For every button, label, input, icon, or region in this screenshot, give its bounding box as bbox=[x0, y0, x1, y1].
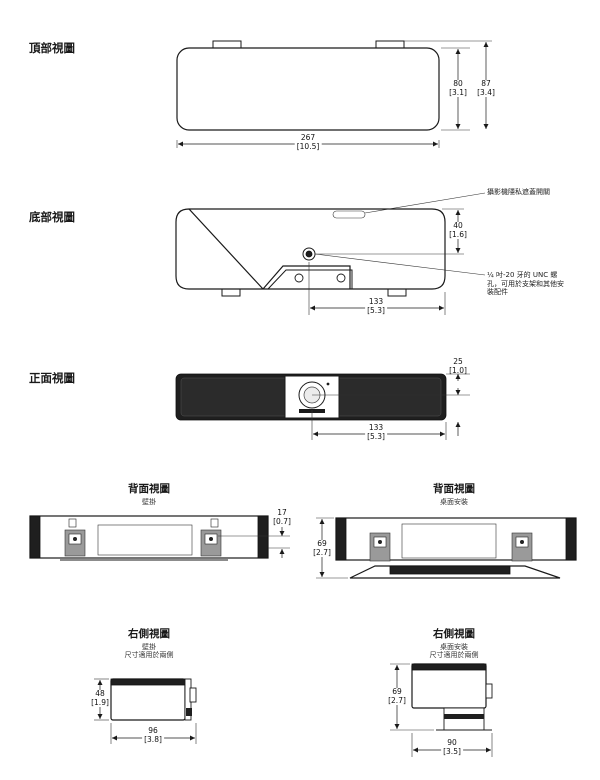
front-half-dimension: 133 [5.3] bbox=[365, 423, 387, 441]
right-wall-height-in: [1.9] bbox=[91, 697, 109, 707]
bottom-view-label: 底部視圖 bbox=[29, 210, 75, 224]
right-table-depth-mm: 90 bbox=[447, 738, 457, 747]
back-wall-offset-dimension: 17 [0.7] bbox=[273, 508, 291, 526]
back-wall-subtitle: 壁掛 bbox=[142, 498, 156, 506]
front-view-drawing bbox=[175, 373, 470, 440]
back-wall-offset-in: [0.7] bbox=[273, 516, 291, 526]
top-width-mm: 267 bbox=[300, 133, 316, 142]
bottom-offset-mm: 40 bbox=[453, 221, 463, 230]
right-table-subtitle2: 尺寸適用於兩側 bbox=[429, 651, 479, 659]
back-wall-view-drawing bbox=[29, 515, 290, 561]
bottom-offset-dimension: 40 [1.6] bbox=[449, 221, 467, 239]
right-wall-depth-mm: 96 bbox=[148, 726, 158, 735]
right-table-height-dimension: 69 [2.7] bbox=[388, 687, 406, 705]
right-table-depth-dimension: 90 [3.5] bbox=[441, 738, 463, 756]
right-wall-subtitle2: 尺寸適用於兩側 bbox=[124, 651, 174, 659]
top-depth2-in: [3.4] bbox=[477, 87, 495, 97]
right-table-subtitle: 桌面安裝 bbox=[440, 643, 468, 651]
top-view-drawing bbox=[176, 40, 492, 148]
front-lens-dimension: 25 [1.0] bbox=[449, 357, 467, 375]
top-width-in: [10.5] bbox=[296, 141, 320, 151]
front-lens-in: [1.0] bbox=[449, 365, 467, 375]
top-depth-dimension: 80 [3.1] bbox=[449, 79, 467, 97]
bottom-half-mm: 133 bbox=[368, 297, 384, 306]
right-table-depth-in: [3.5] bbox=[443, 746, 461, 756]
right-wall-title: 右側視圖 bbox=[128, 628, 170, 640]
back-table-view-drawing bbox=[316, 517, 577, 579]
top-depth-mm: 80 bbox=[453, 79, 463, 88]
front-lens-mm: 25 bbox=[453, 357, 463, 366]
bottom-half-dimension: 133 [5.3] bbox=[365, 297, 387, 315]
right-wall-subtitle: 壁掛 bbox=[142, 643, 156, 651]
right-wall-depth-in: [3.8] bbox=[144, 734, 162, 744]
top-view-label: 頂部視圖 bbox=[29, 41, 75, 55]
right-wall-height-mm: 48 bbox=[95, 689, 105, 698]
top-width-dimension: 267 [10.5] bbox=[294, 133, 322, 151]
back-table-height-dimension: 69 [2.7] bbox=[313, 539, 331, 557]
front-view-label: 正面視圖 bbox=[29, 371, 75, 385]
back-table-subtitle: 桌面安裝 bbox=[440, 498, 468, 506]
top-depth2-mm: 87 bbox=[481, 79, 491, 88]
right-wall-height-dimension: 48 [1.9] bbox=[91, 689, 109, 707]
right-table-view-drawing bbox=[390, 663, 493, 757]
back-table-height-mm: 69 bbox=[317, 539, 327, 548]
bottom-half-in: [5.3] bbox=[367, 305, 385, 315]
right-table-height-in: [2.7] bbox=[388, 695, 406, 705]
top-depth-in: [3.1] bbox=[449, 87, 467, 97]
right-table-height-mm: 69 bbox=[392, 687, 402, 696]
back-wall-offset-mm: 17 bbox=[277, 508, 287, 517]
back-table-height-in: [2.7] bbox=[313, 547, 331, 557]
front-half-mm: 133 bbox=[368, 423, 384, 432]
back-wall-title: 背面視圖 bbox=[128, 483, 170, 495]
right-wall-depth-dimension: 96 [3.8] bbox=[142, 726, 164, 744]
bottom-offset-in: [1.6] bbox=[449, 229, 467, 239]
back-table-title: 背面視圖 bbox=[433, 483, 475, 495]
front-half-in: [5.3] bbox=[367, 431, 385, 441]
thread-mount-callout: ¼ 吋-20 牙的 UNC 螺孔，可用於支架和其他安裝配件 bbox=[487, 271, 564, 296]
right-table-title: 右側視圖 bbox=[433, 628, 475, 640]
bottom-view-drawing bbox=[175, 192, 486, 315]
privacy-switch-callout: 攝影機隱私遮蓋開關 bbox=[487, 188, 550, 196]
top-depth2-dimension: 87 [3.4] bbox=[477, 79, 495, 97]
